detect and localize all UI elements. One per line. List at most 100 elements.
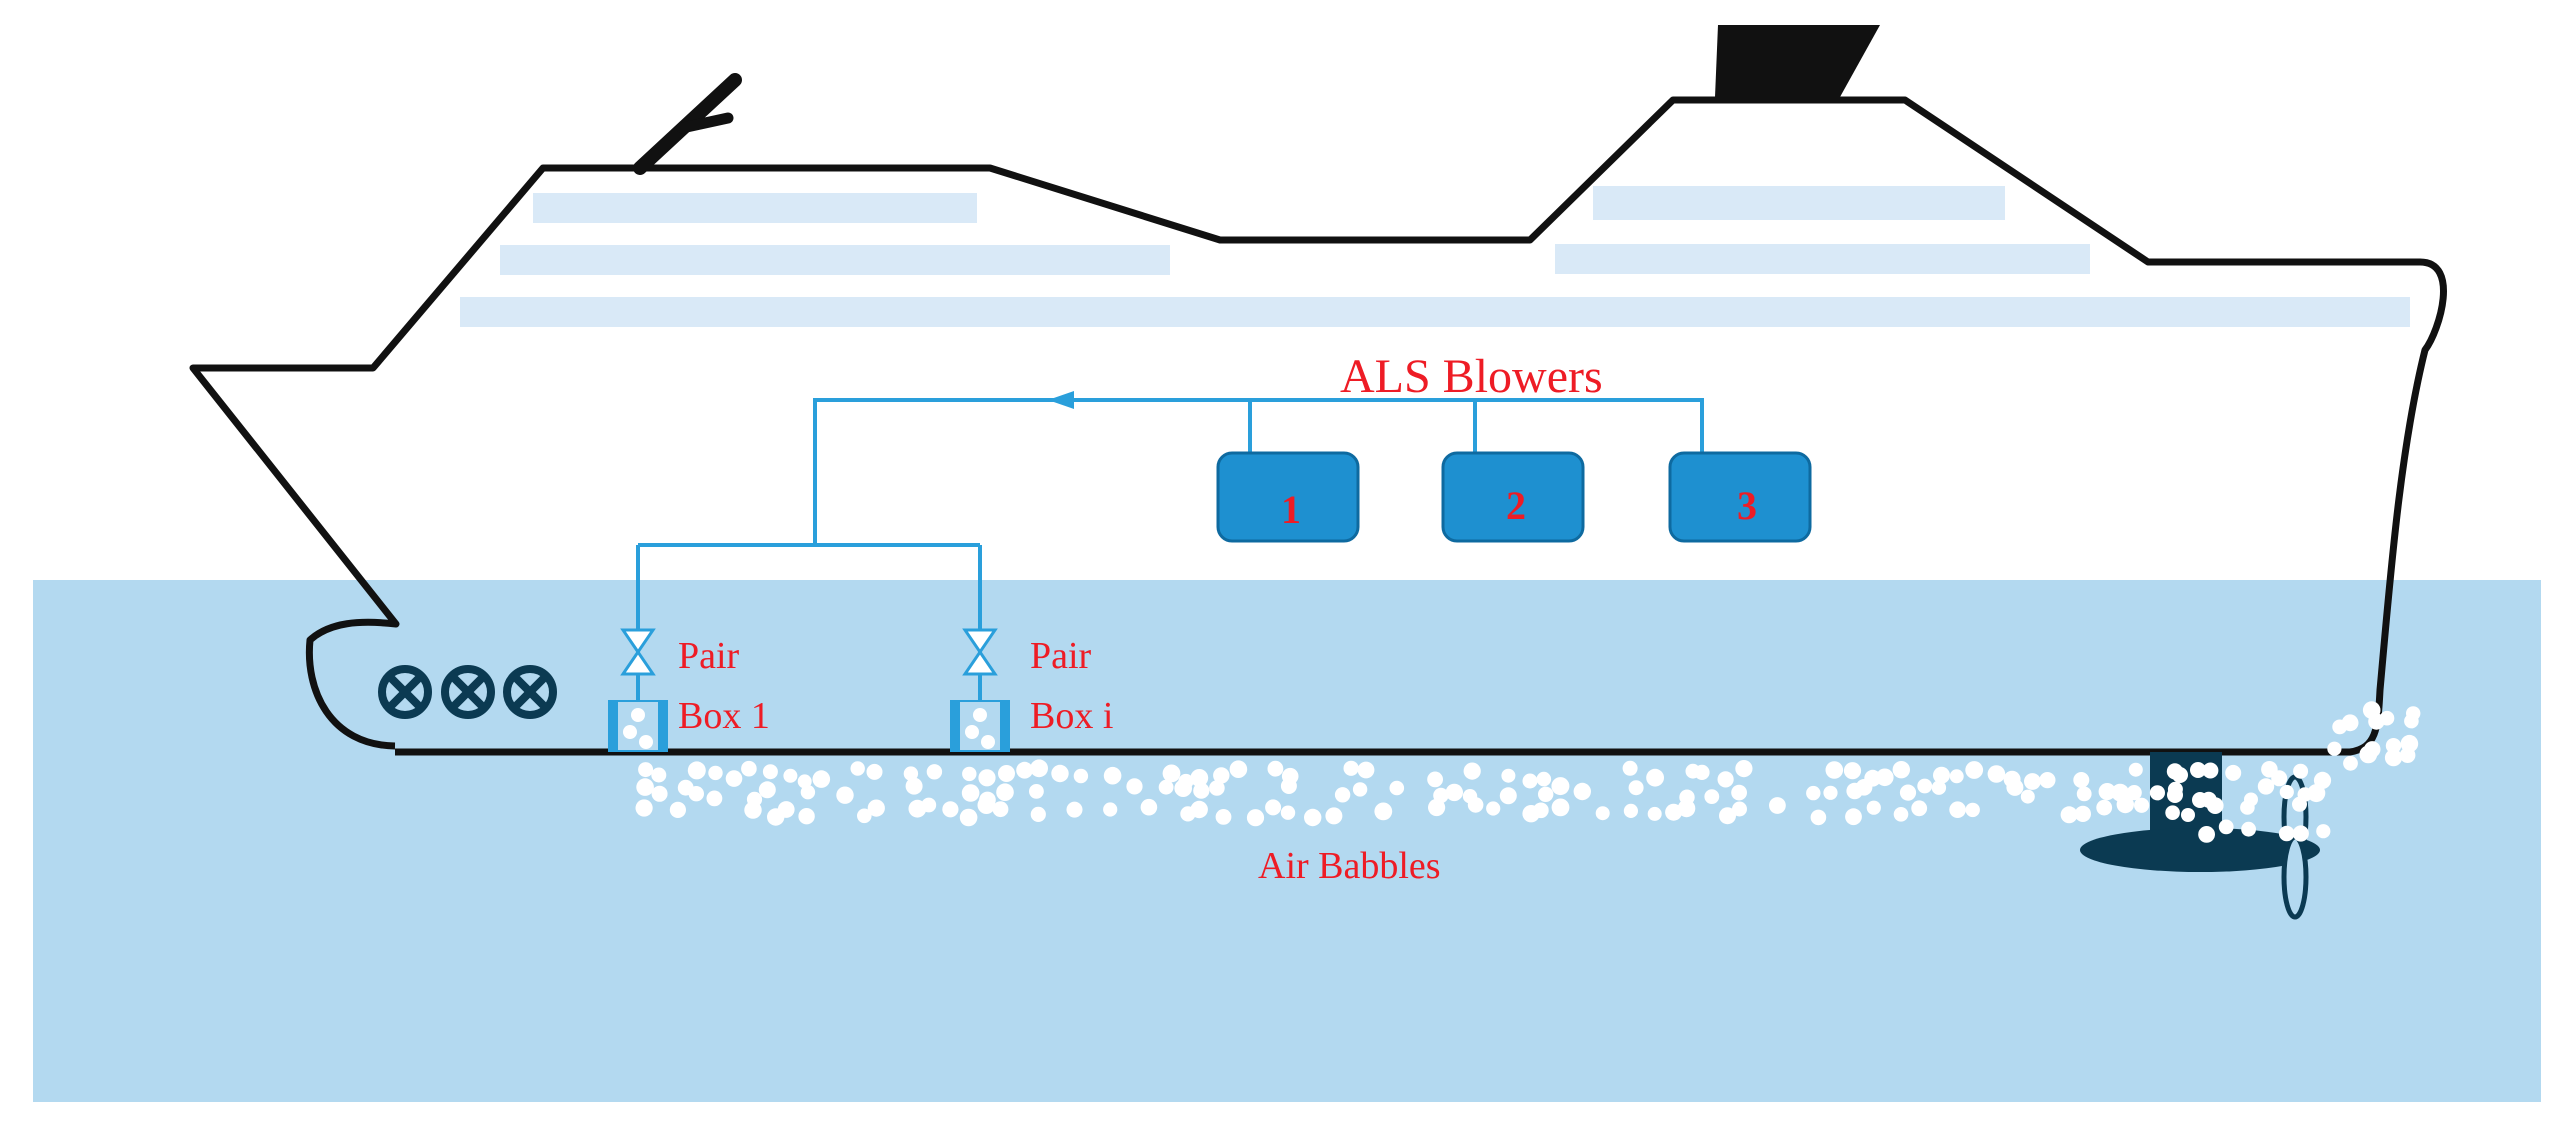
bubble [1280,805,1296,820]
bubble [1486,801,1501,816]
bubble [2165,805,2180,820]
deck-stripes [460,186,2410,327]
bubble [1352,782,1368,797]
bubble [2271,770,2288,787]
blower-label: 3 [1737,483,1757,528]
bubble [1538,786,1554,802]
bubble [2024,773,2041,790]
bubble [857,808,872,824]
bubble [638,762,654,778]
bubble [1965,761,1984,779]
bubble [1325,807,1343,825]
blower-1: 1 [1216,451,1360,543]
bubble [688,786,704,802]
bubble [1573,782,1592,801]
bubble [2076,786,2092,802]
bubble [762,764,778,780]
bubble [1806,785,1821,801]
bubble [1334,787,1351,803]
bubble [1595,806,1610,821]
bubble [2257,778,2275,795]
bubble [1843,762,1862,780]
bubble [2240,800,2255,815]
bubble [2128,762,2143,777]
bubble [651,767,667,783]
bubble [2098,783,2116,801]
bubble [1427,771,1443,788]
bubble [744,801,762,819]
blower-label: 1 [1281,487,1301,532]
bubble [1732,801,1747,817]
bubble [2384,749,2403,767]
bubble [1445,783,1464,802]
bubble [2404,713,2419,729]
bubble [1694,764,1710,781]
bubble [1030,806,1046,823]
bubble [797,774,812,789]
bubble [1463,762,1481,780]
bubble [1892,761,1911,779]
bubble [651,785,668,802]
bubble [2006,778,2024,796]
bubble [1917,778,1933,794]
bubble [1769,797,1786,814]
bubble [1158,779,1174,795]
bubble [1103,766,1122,785]
bubble [1246,809,1265,827]
pair-box-i-label-line1: Pair [1030,635,1092,677]
pair-box-1 [608,700,668,752]
bubble [1162,764,1181,783]
bubble [2292,825,2309,842]
bubble [687,761,706,780]
bubble [2343,755,2358,771]
bubble [1623,803,1638,819]
bubble [636,778,654,796]
air-pipe-network [636,398,1704,700]
bubble [758,781,776,799]
bubble [1229,760,1248,778]
bubble [926,764,943,780]
bubble [2279,784,2294,800]
valve-icon [620,628,656,676]
bubble [1536,771,1552,787]
bubble [836,786,854,804]
bubble [1551,798,1570,817]
bubble [961,784,980,802]
bubble [1467,797,1484,813]
bow-thrusters [378,665,557,719]
bubble [725,770,743,787]
pair-box-1-label-line2: Box 1 [678,695,770,737]
bubble [1717,771,1734,788]
bubble [1735,760,1753,778]
blower-2: 2 [1441,451,1585,543]
bubble [1647,806,1662,821]
bubble [1810,809,1827,826]
bubble [1066,801,1083,818]
bubble [2039,772,2056,789]
bubble [669,801,687,819]
bubble [1628,780,1644,796]
bubble [2307,784,2326,803]
bubble [798,808,815,825]
bubble [1280,778,1297,794]
bubble [1622,760,1638,776]
bubble [978,769,996,787]
bubble [2241,821,2257,837]
air-bubbles-label: Air Babbles [1258,845,1441,887]
bubble [2341,714,2359,732]
bubble [866,763,883,780]
bubble [2316,824,2331,839]
bubble [1899,784,1917,801]
bubble [1357,761,1375,779]
blowers-title: ALS Blowers [1340,350,1603,403]
bubble [921,797,937,813]
bubble [2116,795,2134,814]
bubble [1029,784,1044,799]
bubble [2198,826,2216,843]
bubble [1911,800,1928,817]
valve-icon [962,628,998,676]
bubble [1428,798,1446,817]
flow-arrow-icon [1048,391,1074,409]
bubble [1522,773,1538,789]
bubble [1704,789,1720,804]
